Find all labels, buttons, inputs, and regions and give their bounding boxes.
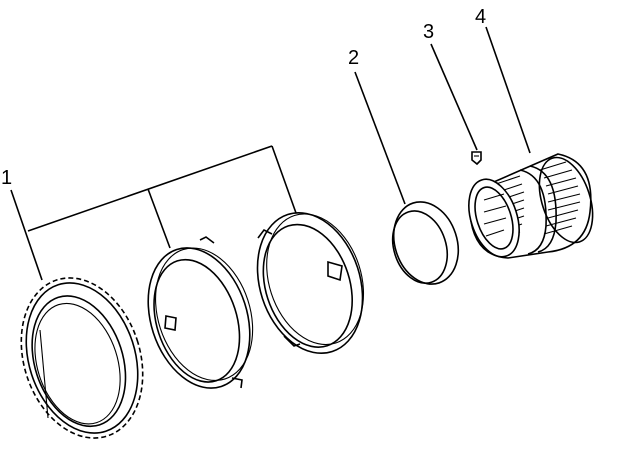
bearing-race-sleeve [391, 201, 460, 285]
needle-roller-bearing [468, 153, 594, 259]
middle-blocker-ring [147, 236, 254, 389]
callout-label-4: 4 [475, 6, 486, 28]
callout-label-2: 2 [348, 47, 359, 69]
slotted-cone-ring [256, 212, 365, 354]
callout-label-3: 3 [423, 21, 434, 43]
small-key-part [471, 151, 482, 166]
callout-label-1: 1 [1, 167, 12, 189]
leader-lines [10, 26, 531, 281]
toothed-synchro-ring [20, 277, 144, 439]
